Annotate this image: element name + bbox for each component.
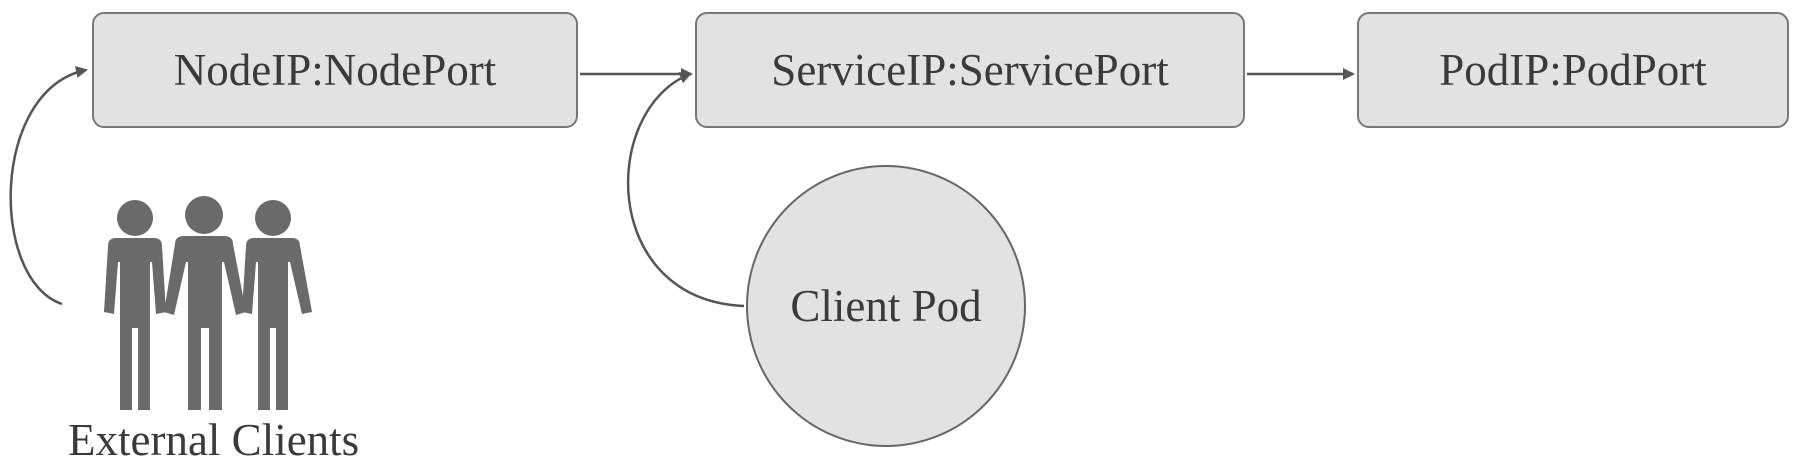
- people-group-icon: [104, 196, 312, 410]
- service-box: ServiceIP:ServicePort: [695, 12, 1245, 128]
- nodeport-label: NodeIP:NodePort: [173, 45, 497, 95]
- edge-clientpod-to-service: [626, 72, 745, 308]
- person-icon: [164, 196, 246, 410]
- edge-external-to-nodeport: [9, 66, 88, 306]
- nodeport-box: NodeIP:NodePort: [92, 12, 578, 128]
- client-pod-label: Client Pod: [790, 281, 982, 331]
- client-pod-circle: Client Pod: [746, 165, 1026, 447]
- person-icon: [104, 200, 166, 410]
- service-label: ServiceIP:ServicePort: [771, 45, 1169, 95]
- pod-label: PodIP:PodPort: [1439, 45, 1707, 95]
- person-icon: [242, 200, 312, 410]
- external-clients-label: External Clients: [68, 415, 360, 465]
- pod-box: PodIP:PodPort: [1357, 12, 1789, 128]
